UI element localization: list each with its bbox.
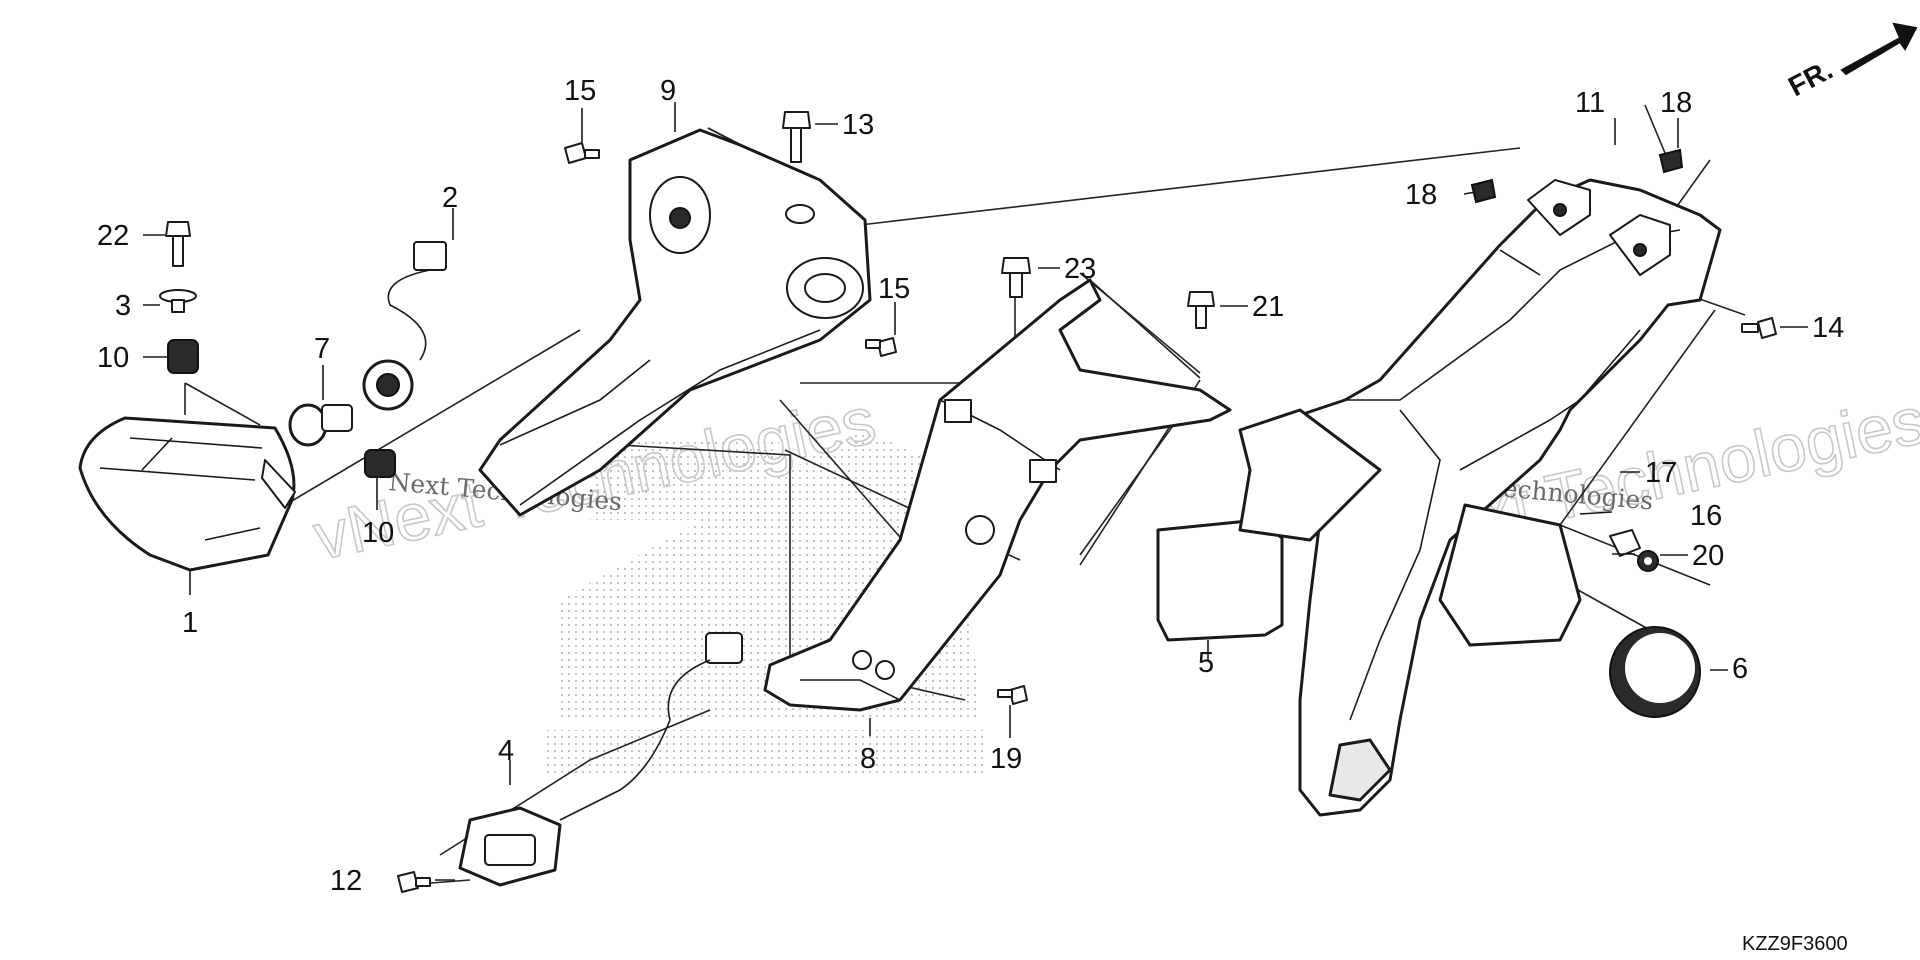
callout-19: 19 [990,743,1022,775]
callout-9: 9 [660,75,676,107]
callout-10a: 10 [97,342,129,374]
front-direction-label: FR. [1783,54,1837,103]
callout-16: 16 [1690,500,1722,532]
callout-20: 20 [1692,540,1724,572]
part-reflector [1156,408,1582,647]
callouts: 1 2 3 4 5 6 7 8 9 10 10 11 12 13 14 15 1… [97,75,1844,897]
callout-17: 17 [1645,457,1677,489]
callout-8: 8 [860,743,876,775]
callout-6: 6 [1732,653,1748,685]
part-bolts-bracket [564,111,897,357]
front-direction-arrow: FR. [1783,22,1918,103]
callout-7: 7 [314,333,330,365]
part-round-reflector [1609,626,1701,718]
part-screw-19 [997,685,1028,705]
part-rear-bracket [478,128,872,517]
part-bolts-left [159,221,197,313]
callout-4: 4 [498,735,514,767]
part-bolts-center [1001,257,1215,329]
callout-22: 22 [97,220,129,252]
part-bolt-14 [1741,317,1777,339]
part-clips [1470,148,1684,204]
callout-15b: 15 [878,273,910,305]
callout-15a: 15 [564,75,596,107]
part-tail-light [78,416,296,582]
callout-2: 2 [442,182,458,214]
callout-14: 14 [1812,312,1844,344]
callout-12: 12 [330,865,362,897]
part-sub-bracket [763,278,1232,712]
callout-23: 23 [1064,253,1096,285]
callout-11: 11 [1575,87,1605,119]
part-socket-wire [362,241,447,411]
part-small-hardware [1609,529,1659,572]
callout-10b: 10 [362,517,394,549]
callout-1: 1 [182,607,198,639]
callout-18a: 18 [1405,179,1437,211]
callout-13: 13 [842,109,874,141]
callout-18b: 18 [1660,87,1692,119]
callout-3: 3 [115,290,131,322]
part-rubber-mount [167,339,396,478]
part-license-light [458,632,743,887]
part-rear-fender [1298,178,1722,817]
diagram-code: KZZ9F3600 [1742,933,1848,955]
callout-leaders [143,102,1808,881]
callout-5: 5 [1198,647,1214,679]
callout-21: 21 [1252,291,1284,323]
part-screw-12 [397,871,431,893]
part-bulb [288,403,353,447]
